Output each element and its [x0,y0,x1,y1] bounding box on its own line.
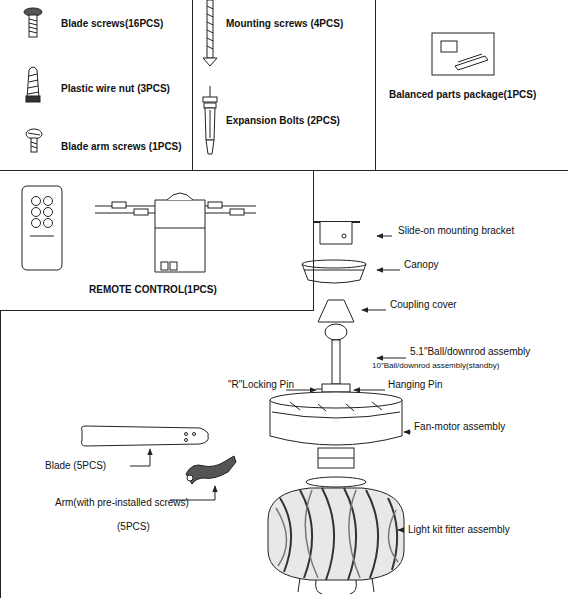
leader-arrow [377,358,406,359]
leader-arrow [398,530,404,531]
part-label: (5PCS) [117,521,150,533]
part-label: 5.1"Ball/downrod assembly [410,346,530,358]
part-name: Balanced parts package(1PCS) [389,89,536,101]
part-name: Blade screws(16PCS) [61,18,163,30]
leader-arrow [377,270,400,271]
downrod-icon [316,324,350,392]
balance-kit-icon [432,33,494,75]
parts-cell: Blade screws(16PCS) Plastic wire nut (3PC… [0,0,193,171]
light-kit-icon [268,477,404,594]
blade-screw-icon [24,8,42,37]
part-name: Mounting screws (4PCS) [226,18,343,30]
blade-arm-screw-icon [26,129,42,152]
part-label: "R"Locking Pin [228,379,294,391]
leader-arrow [377,236,392,237]
leader-line [130,449,150,466]
part-label: Arm(with pre-installed screws) [55,497,189,509]
leader-arrow [404,432,411,433]
wire-nut-icon [26,67,40,102]
mounting-bracket-icon [314,222,360,244]
remote-icon [22,186,62,270]
frame-line [0,310,1,598]
expansion-bolt-icon [203,86,217,154]
blade-icon [82,426,209,446]
canopy-icon [302,260,366,283]
parts-cell: Mounting screws (4PCS) Expansion Bolts (2… [192,0,376,171]
part-label: Light kit fitter assembly [408,524,510,536]
receiver-icon [95,193,256,272]
fan-motor-icon [270,392,402,468]
parts-cell: Balanced parts package(1PCS) [375,0,568,171]
mounting-screw-icon [203,0,217,66]
part-label: Hanging Pin [388,379,442,391]
part-name: Plastic wire nut (3PCS) [61,83,170,95]
arm-icon [186,456,236,484]
remote-box: REMOTE CONTROL(1PCS) [0,170,314,311]
leader-arrow [354,390,385,391]
part-name: Expansion Bolts (2PCS) [226,115,340,127]
part-label: Canopy [404,259,438,271]
part-name: Blade arm screws (1PCS) [61,141,182,153]
part-label: Fan-motor assembly [414,421,505,433]
leader-arrow [362,310,386,311]
part-label: Coupling cover [390,299,457,311]
part-label: 10"Ball/downrod assembly(standby) [372,361,499,371]
part-label: Slide-on mounting bracket [398,225,514,237]
part-name: REMOTE CONTROL(1PCS) [89,284,217,296]
coupling-cover-icon [318,300,354,322]
part-label: Blade (5PCS) [45,460,106,472]
